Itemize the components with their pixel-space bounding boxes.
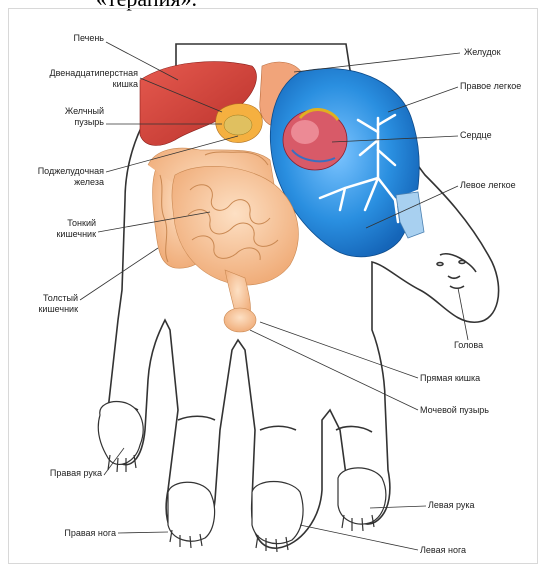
label-gallbladder: Желчный пузырь <box>40 106 104 127</box>
label-duodenum-line2: кишка <box>10 79 138 90</box>
label-bladder: Мочевой пузырь <box>420 405 489 416</box>
label-duodenum-line1: Двенадцатиперстная <box>10 68 138 79</box>
label-right-leg: Правая нога <box>40 528 116 539</box>
label-liver: Печень <box>40 33 104 44</box>
label-gallbladder-line2: пузырь <box>40 117 104 128</box>
label-stomach: Желудок <box>464 47 501 58</box>
heart-shape <box>283 110 347 170</box>
label-left-lung: Левое легкое <box>460 180 516 191</box>
intestines-shape <box>148 148 298 332</box>
gallbladder-shape <box>224 115 252 135</box>
label-pancreas-line1: Поджелудочная <box>20 166 104 177</box>
label-pancreas-line2: железа <box>20 177 104 188</box>
label-small-intestine-line1: Тонкий <box>30 218 96 229</box>
label-left-arm: Левая рука <box>428 500 475 511</box>
label-heart: Сердце <box>460 130 492 141</box>
label-large-intestine-line2: кишечник <box>20 304 78 315</box>
label-small-intestine: Тонкий кишечник <box>30 218 96 239</box>
label-head: Голова <box>454 340 483 351</box>
label-large-intestine: Толстый кишечник <box>20 293 78 314</box>
label-duodenum: Двенадцатиперстная кишка <box>10 68 138 89</box>
label-large-intestine-line1: Толстый <box>20 293 78 304</box>
label-small-intestine-line2: кишечник <box>30 229 96 240</box>
fingertip-limbs <box>98 402 386 552</box>
label-rectum: Прямая кишка <box>420 373 480 384</box>
label-gallbladder-line1: Желчный <box>40 106 104 117</box>
label-right-lung: Правое легкое <box>460 81 521 92</box>
label-right-arm: Правая рука <box>30 468 102 479</box>
label-left-leg: Левая нога <box>420 545 466 556</box>
label-pancreas: Поджелудочная железа <box>20 166 104 187</box>
